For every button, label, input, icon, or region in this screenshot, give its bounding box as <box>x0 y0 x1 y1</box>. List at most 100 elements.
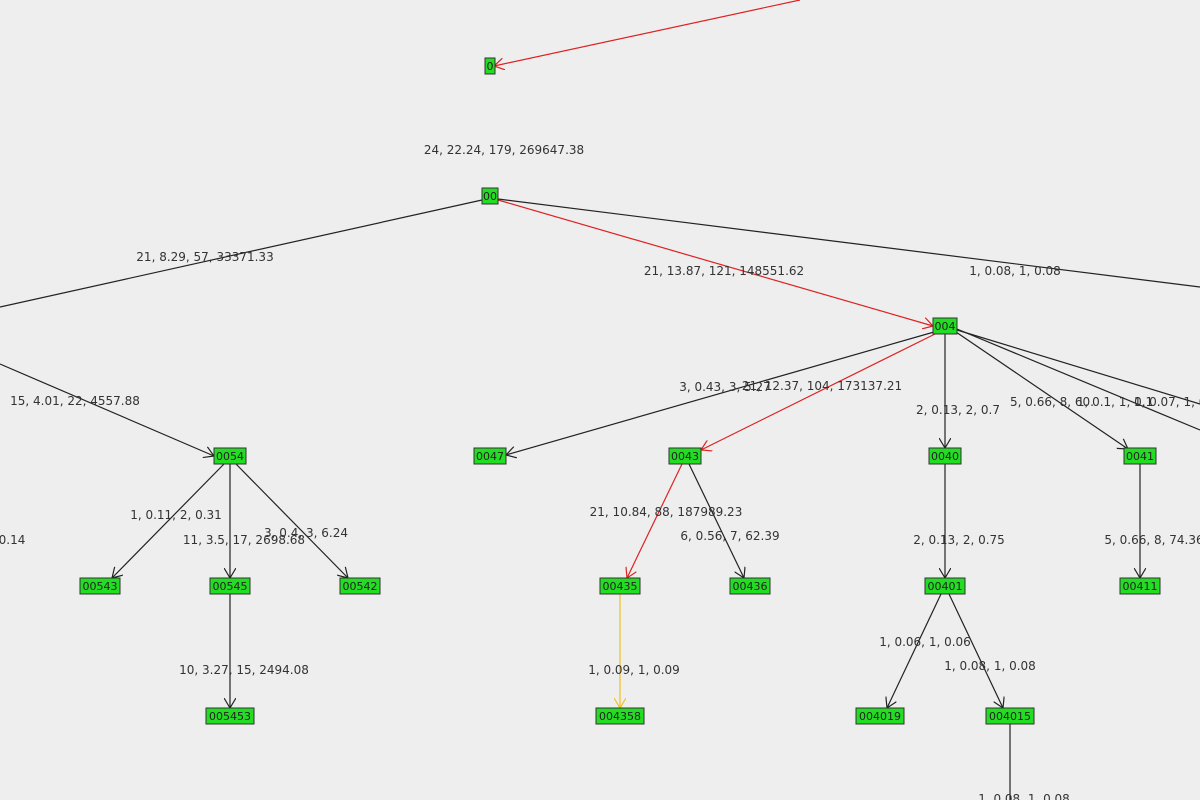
tree-edge-0054-00543[interactable] <box>112 463 225 578</box>
tree-edge-00401-004015[interactable] <box>948 593 1003 708</box>
node-label: 00436 <box>733 580 768 593</box>
node-label: 0047 <box>476 450 504 463</box>
edge-label: 11, 3.5, 17, 2698.68 <box>183 533 305 547</box>
tree-edge[interactable] <box>956 328 1200 431</box>
node-box[interactable] <box>481 187 499 205</box>
node-label: 0041 <box>1126 450 1154 463</box>
node-box[interactable] <box>1119 577 1161 595</box>
node-box[interactable] <box>932 317 958 335</box>
node-label: 004019 <box>859 710 901 723</box>
node-box[interactable] <box>209 577 251 595</box>
node-label: 0043 <box>671 450 699 463</box>
edge-label: 21, 13.87, 121, 148551.62 <box>644 264 804 278</box>
node-box[interactable] <box>599 577 641 595</box>
edge-label: 6, 0.56, 7, 62.39 <box>680 529 779 543</box>
tree-node-0054[interactable]: 0054 <box>213 447 247 465</box>
node-label: 00411 <box>1123 580 1158 593</box>
node-label: 0 <box>487 60 494 73</box>
tree-edge-00401-004019[interactable] <box>887 593 942 708</box>
node-box[interactable] <box>855 707 905 725</box>
node-box[interactable] <box>928 447 962 465</box>
edge-label: 1, 0.06, 1, 0.06 <box>879 635 971 649</box>
edge-label: 2, 0.13, 2, 0.7 <box>916 403 1000 417</box>
tree-edge-0043-00436[interactable] <box>688 463 744 578</box>
node-label: 00401 <box>928 580 963 593</box>
tree-edge[interactable] <box>0 199 483 308</box>
tree-node-004015[interactable]: 004015 <box>985 707 1035 725</box>
tree-node-0043[interactable]: 0043 <box>668 447 702 465</box>
tree-node-004019[interactable]: 004019 <box>855 707 905 725</box>
tree-node-0047[interactable]: 0047 <box>473 447 507 465</box>
node-label: 0054 <box>216 450 244 463</box>
tree-node-005453[interactable]: 005453 <box>205 707 255 725</box>
node-label: 00 <box>483 190 497 203</box>
tree-edge-004-0043[interactable] <box>701 333 936 450</box>
tree-node-00411[interactable]: 00411 <box>1119 577 1161 595</box>
node-label: 005453 <box>209 710 251 723</box>
tree-node-004[interactable]: 004 <box>932 317 958 335</box>
edge-label: 1, 0.08, 1, 0.08 <box>944 659 1036 673</box>
tree-node-00543[interactable]: 00543 <box>79 577 121 595</box>
tree-edge-00-004[interactable] <box>497 199 933 326</box>
edge-label: 1, 0.09, 1, 0.09 <box>588 663 680 677</box>
node-box[interactable] <box>339 577 381 595</box>
node-label: 004358 <box>599 710 641 723</box>
node-box[interactable] <box>924 577 966 595</box>
edge-label: 5, 0.66, 8, 60. <box>1010 395 1094 409</box>
edge-label: 21, 8.29, 57, 33371.33 <box>136 250 273 264</box>
tree-node-0[interactable]: 0 <box>484 57 496 75</box>
tree-edge-0-00[interactable] <box>494 0 801 66</box>
edge-label: 3, 0.43, 3, 5.27 <box>679 380 771 394</box>
edge-label-layer: 24, 22.24, 179, 269647.38 21, 13.87, 121,… <box>0 143 1200 800</box>
tree-node-004358[interactable]: 004358 <box>595 707 645 725</box>
edge-label: 21, 10.84, 88, 187989.23 <box>590 505 743 519</box>
edge-label: 5, 0.66, 8, 74.36 <box>1104 533 1200 547</box>
node-box[interactable] <box>668 447 702 465</box>
tree-edge-0054-00542[interactable] <box>235 463 348 578</box>
tree-node-0041[interactable]: 0041 <box>1123 447 1157 465</box>
node-label: 00543 <box>83 580 118 593</box>
edge-label: 15, 4.01, 22, 4557.88 <box>10 394 140 408</box>
tree-edge-004-0041[interactable] <box>955 331 1128 449</box>
node-box[interactable] <box>484 57 496 75</box>
tree-edge[interactable] <box>956 329 1200 405</box>
edge-label: 24, 22.24, 179, 269647.38 <box>424 143 584 157</box>
node-box[interactable] <box>985 707 1035 725</box>
node-label: 004 <box>935 320 956 333</box>
tree-node-00435[interactable]: 00435 <box>599 577 641 595</box>
tree-edge[interactable] <box>497 198 1200 288</box>
edge-label: 1, 0.07, 1, 0. <box>1134 395 1200 409</box>
node-box[interactable] <box>205 707 255 725</box>
edge-label: 1, 0.08, 1, 0.08 <box>969 264 1061 278</box>
tree-node-00401[interactable]: 00401 <box>924 577 966 595</box>
tree-node-00436[interactable]: 00436 <box>729 577 771 595</box>
node-label: 00545 <box>213 580 248 593</box>
tree-edge--0054[interactable] <box>0 363 214 456</box>
edge-label: 3, 0.4, 3, 6.24 <box>264 526 348 540</box>
tree-edge-004-0047[interactable] <box>506 331 935 455</box>
edge-label: 21, 12.37, 104, 173137.21 <box>742 379 902 393</box>
node-label: 00435 <box>603 580 638 593</box>
tree-node-0040[interactable]: 0040 <box>928 447 962 465</box>
edge-label: 1, 0.08, 1, 0.08 <box>978 792 1070 800</box>
tree-edge-0043-00435[interactable] <box>627 463 683 578</box>
edge-label: 2, 0.13, 2, 0.75 <box>913 533 1005 547</box>
node-box[interactable] <box>473 447 507 465</box>
tree-node-00545[interactable]: 00545 <box>209 577 251 595</box>
edge-label: 1, 0.1, 1, 0.1 <box>1077 395 1153 409</box>
node-label: 004015 <box>989 710 1031 723</box>
node-box[interactable] <box>79 577 121 595</box>
node-box[interactable] <box>213 447 247 465</box>
edge-label: 1, 0.11, 2, 0.31 <box>130 508 222 522</box>
node-box[interactable] <box>1123 447 1157 465</box>
edge-label: 0.14 <box>0 533 25 547</box>
node-box[interactable] <box>595 707 645 725</box>
node-box[interactable] <box>729 577 771 595</box>
tree-node-00542[interactable]: 00542 <box>339 577 381 595</box>
tree-node-00[interactable]: 00 <box>481 187 499 205</box>
edge-label: 10, 3.27, 15, 2494.08 <box>179 663 309 677</box>
node-label: 00542 <box>343 580 378 593</box>
